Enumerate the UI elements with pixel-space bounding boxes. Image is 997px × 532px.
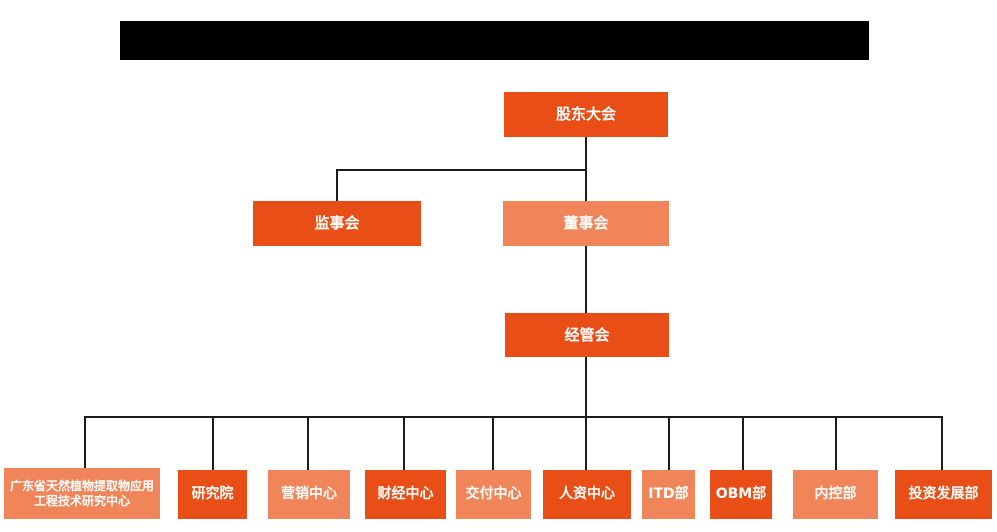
org-node-research-institute: 研究院 xyxy=(178,470,247,519)
connector-line xyxy=(585,137,587,170)
org-node-board-of-directors: 董事会 xyxy=(503,201,669,246)
org-node-delivery-center: 交付中心 xyxy=(456,470,531,519)
connector-line xyxy=(585,169,587,201)
org-node-management-committee: 经管会 xyxy=(505,313,669,357)
connector-bus-line xyxy=(84,416,943,418)
org-node-internal-control-department: 内控部 xyxy=(793,470,878,519)
connector-drop-line xyxy=(84,416,86,468)
connector-drop-line xyxy=(585,416,587,470)
org-node-shareholders-meeting: 股东大会 xyxy=(504,92,668,137)
connector-drop-line xyxy=(492,416,494,470)
connector-drop-line xyxy=(941,416,943,470)
connector-drop-line xyxy=(742,416,744,470)
connector-line xyxy=(585,246,587,313)
connector-line xyxy=(585,357,587,416)
connector-line xyxy=(336,169,587,171)
org-node-obm-department: OBM部 xyxy=(710,470,772,519)
org-node-itd-department: ITD部 xyxy=(642,470,695,519)
redacted-title-bar xyxy=(120,21,869,60)
org-node-investment-development-department: 投资发展部 xyxy=(895,470,992,519)
connector-drop-line xyxy=(212,416,214,470)
org-node-supervisory-board: 监事会 xyxy=(253,201,421,246)
org-node-research-center: 广东省天然植物提取物应用工程技术研究中心 xyxy=(4,468,160,519)
connector-line xyxy=(336,169,338,201)
org-node-finance-center: 财经中心 xyxy=(365,470,446,519)
connector-drop-line xyxy=(668,416,670,470)
connector-drop-line xyxy=(835,416,837,470)
org-node-marketing-center: 营销中心 xyxy=(268,470,350,519)
connector-drop-line xyxy=(403,416,405,470)
connector-drop-line xyxy=(307,416,309,470)
org-node-hr-center: 人资中心 xyxy=(543,470,631,519)
